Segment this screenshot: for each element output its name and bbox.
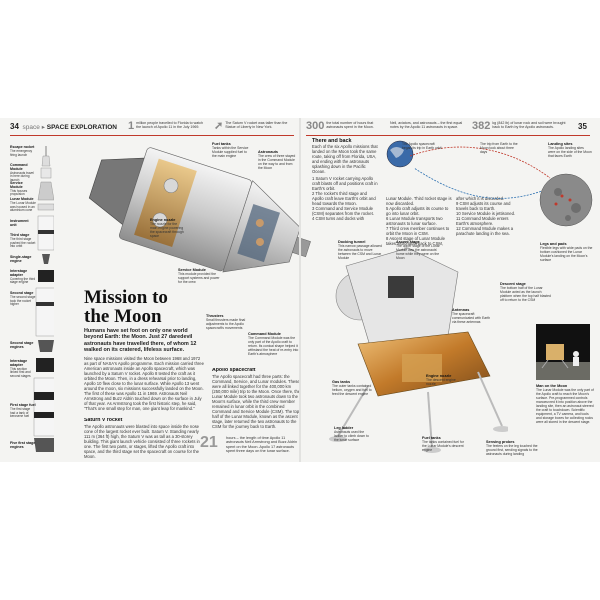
moonwalk-photo [536,324,590,380]
steps-list-2: Lunar Module. Third rocket stage is now … [386,196,452,246]
left-page-number: 34 [10,122,19,131]
apollo-body: The Apollo spacecraft had three parts: t… [212,374,301,429]
section-label: space [22,124,40,131]
saturn-rocket-illustration [33,146,54,452]
rocket-label-first-engines: Five first stage engines [10,441,36,449]
section-title: SPACE EXPLORATION [46,124,117,131]
apollo-section: Apollo spacecraft The Apollo spacecraft … [212,368,302,434]
apollo-csm-illustration [88,147,311,273]
saturn-body: The Apollo astronauts were blasted into … [84,424,200,459]
earth-moon-route-diagram [386,140,593,227]
book-gutter [299,118,301,462]
right-header-rule [306,135,590,136]
label-moon-trip: The trip from Earth to the Moon took abo… [480,142,518,154]
label-earth-orbit: The Apollo spacecraft began its trip in … [402,142,442,150]
saturn-section: Saturn V rocket The Apollo astronauts we… [84,418,204,462]
page-title: Mission to the Moon [84,287,168,327]
there-back-heading: There and back [312,138,352,144]
main-body-text: Nine space missions visited the Moon bet… [84,356,204,411]
rocket-label-instrument: Instrument unit [10,219,29,227]
left-header: 34 space ▸ SPACE EXPLORATION [10,122,117,131]
rocket-label-single-engine: Single-stage engine [10,255,32,263]
left-fact-2: ➚The Saturn V rocket was taller than the… [214,121,288,132]
apollo-heading: Apollo spacecraft [212,368,256,373]
steps-list-3: after which it is discarded. 9 CSM adjus… [456,196,516,236]
there-back-body: Each of the six Apollo missions that lan… [312,144,378,174]
left-header-rule [10,135,294,136]
steps-list-1: 1 Saturn V rocket carrying Apollo craft … [312,176,378,221]
hours-text: hours – the length of time Apollo 11 ast… [226,436,298,454]
hours-number: 21 [200,434,218,451]
right-header: 35 [578,122,587,134]
right-page-number: 35 [578,122,587,131]
there-and-back-panel: There and back Each of the six Apollo mi… [312,138,432,221]
intro-text: Humans have set foot on only one world b… [84,328,197,354]
rocket-label-second-engines: Second stage engines [10,341,34,349]
right-fact-2: Neil, aviators, and astronauts – the fir… [390,121,463,130]
saturn-heading: Saturn V rocket [84,418,123,423]
lunar-module-illustration [329,247,508,453]
moon-icon [539,173,593,227]
